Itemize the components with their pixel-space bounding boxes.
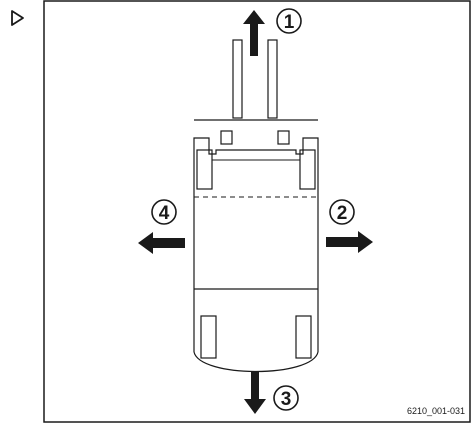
- chassis-front: [193, 137, 319, 155]
- arrow-forward-icon: [243, 10, 265, 56]
- front-wheel-right: [299, 149, 316, 190]
- label-left: 4: [151, 199, 177, 225]
- label-left-circle: [151, 199, 177, 225]
- rear-wheel-left: [200, 315, 217, 359]
- label-right-circle: [329, 199, 355, 225]
- arrow-left-icon: [138, 232, 185, 254]
- forklift-top-view: [193, 39, 319, 372]
- front-wheel-left: [196, 149, 213, 190]
- figure-reference-code: 6210_001-031: [407, 406, 465, 416]
- triangle-right-outline-icon: [11, 10, 24, 26]
- fork-left: [232, 39, 243, 119]
- label-forward-text: 1: [284, 12, 295, 33]
- mast-roller-right: [277, 130, 290, 145]
- label-backward: 3: [273, 385, 299, 411]
- mast-roller-left: [220, 130, 233, 145]
- rear-counterweight: [193, 351, 319, 372]
- label-backward-text: 3: [281, 389, 292, 410]
- arrow-right-icon: [326, 231, 373, 253]
- label-left-text: 4: [159, 203, 170, 224]
- arrow-backward-icon: [244, 372, 266, 414]
- label-forward-circle: [276, 8, 302, 34]
- fork-right: [267, 39, 278, 119]
- rear-wheel-right: [295, 315, 312, 359]
- label-backward-circle: [273, 385, 299, 411]
- label-right: 2: [329, 199, 355, 225]
- figure-frame: [43, 0, 471, 423]
- label-right-text: 2: [337, 203, 348, 224]
- label-forward: 1: [276, 8, 302, 34]
